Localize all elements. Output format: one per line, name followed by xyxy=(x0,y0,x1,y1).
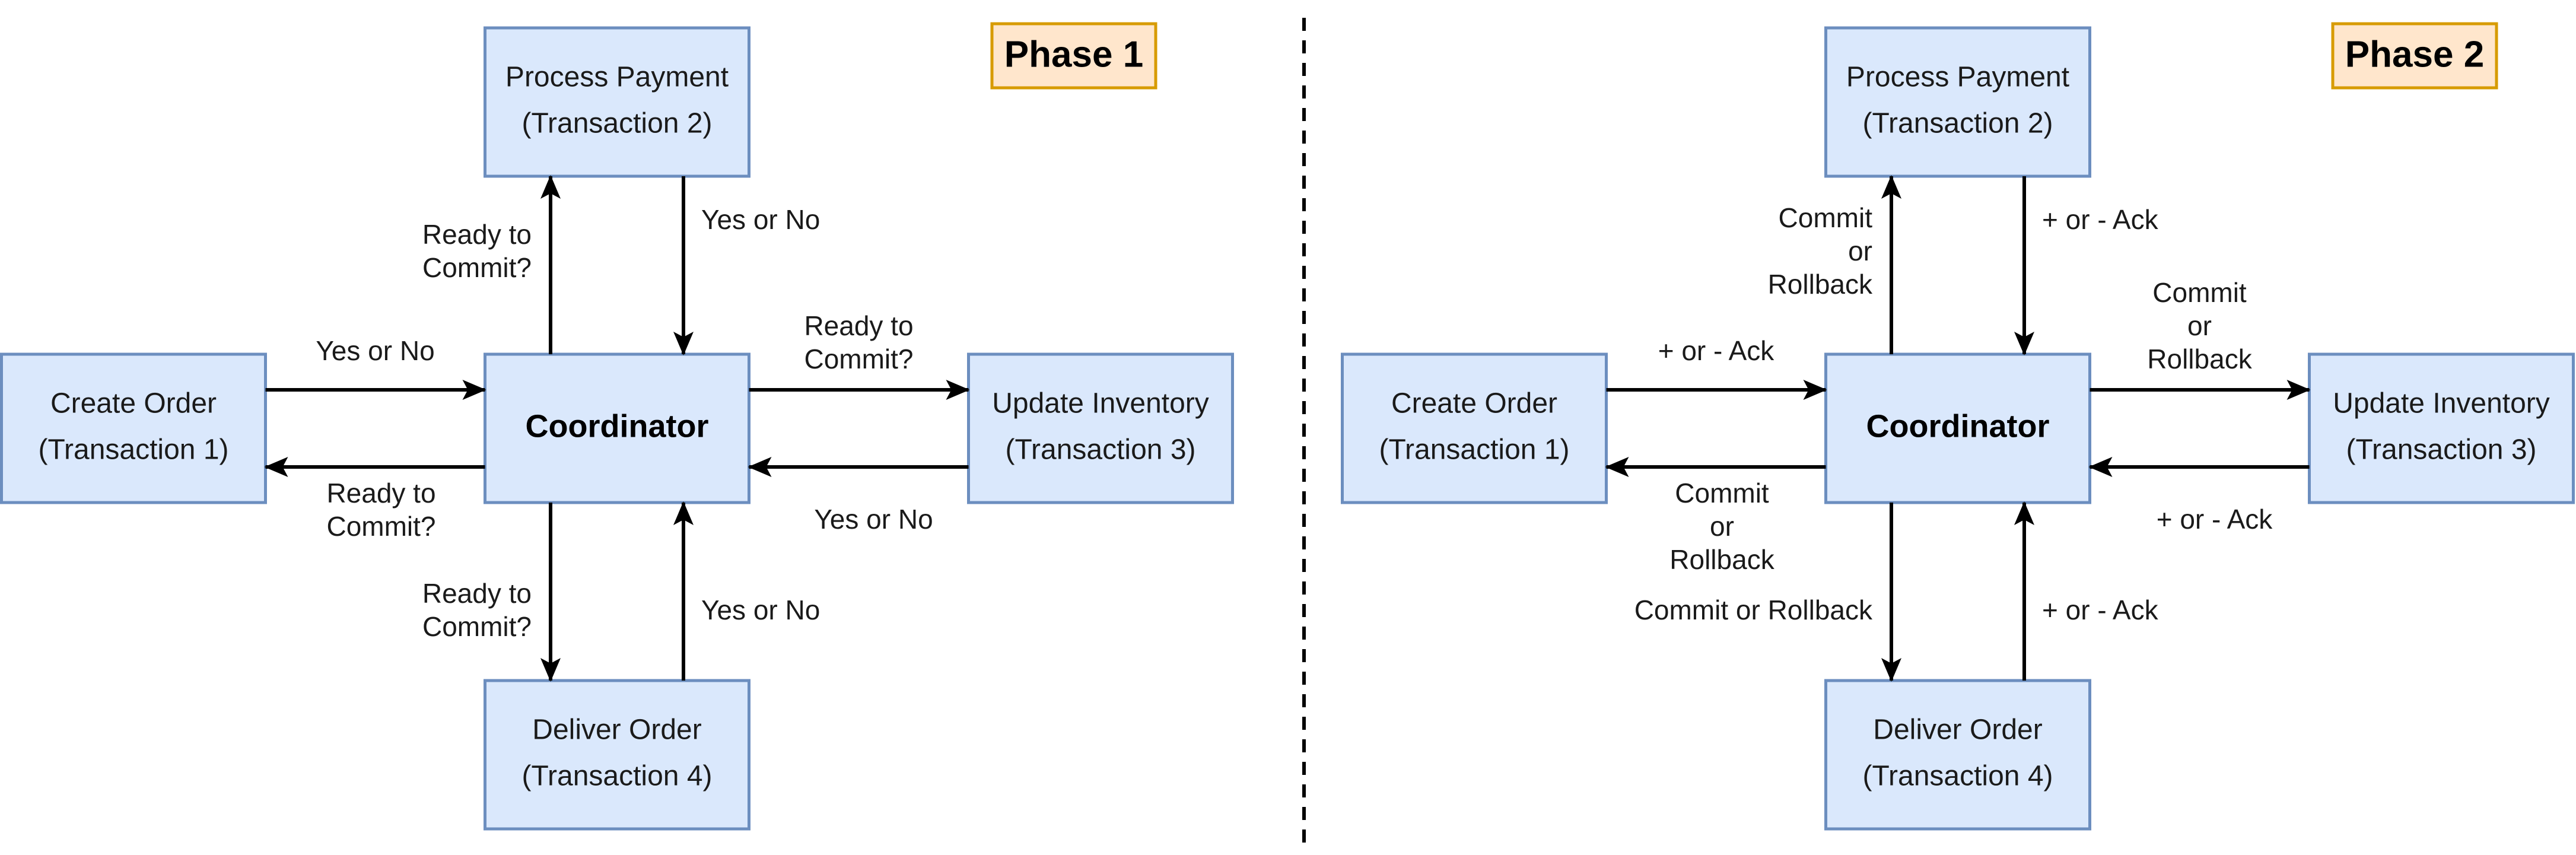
label-bottom-in: + or - Ack xyxy=(2042,595,2159,625)
create-order-label: Create Order(Transaction 1) xyxy=(39,388,229,466)
phase-label: Phase 2 xyxy=(2345,34,2484,75)
update-inventory-label: Update Inventory(Transaction 3) xyxy=(992,388,1209,466)
label-right-in: Yes or No xyxy=(814,504,933,535)
deliver-order-box xyxy=(484,679,750,831)
phase-1-panel: Phase 1 Coordinator Process Payment(Transa… xyxy=(0,22,1234,831)
deliver-order-label: Deliver Order(Transaction 4) xyxy=(522,714,713,792)
coordinator-box xyxy=(1824,352,2091,504)
phase-badge xyxy=(2331,22,2498,90)
process-payment-box xyxy=(1824,26,2091,178)
label-top-in: + or - Ack xyxy=(2042,204,2159,235)
deliver-order-label: Deliver Order(Transaction 4) xyxy=(1863,714,2053,792)
create-order-box xyxy=(1341,352,1608,504)
update-inventory-box xyxy=(967,352,1234,504)
create-order-label: Create Order(Transaction 1) xyxy=(1379,388,1570,466)
label-right-in: + or - Ack xyxy=(2157,504,2273,535)
create-order-box xyxy=(0,352,267,504)
process-payment-box xyxy=(484,26,750,178)
update-inventory-box xyxy=(2308,352,2575,504)
label-top-in: Yes or No xyxy=(701,204,820,235)
coordinator-label: Coordinator xyxy=(1866,408,2050,444)
coordinator-box xyxy=(484,352,750,504)
phase-badge xyxy=(990,22,1157,90)
label-left-in: Yes or No xyxy=(316,335,434,366)
update-inventory-label: Update Inventory(Transaction 3) xyxy=(2333,388,2550,466)
process-payment-label: Process Payment(Transaction 2) xyxy=(1846,62,2069,139)
phase-2-panel: Phase 2 Coordinator Process Payment(Transa… xyxy=(1341,22,2575,831)
label-bottom-in: Yes or No xyxy=(701,595,820,625)
phase-label: Phase 1 xyxy=(1004,34,1143,75)
process-payment-label: Process Payment(Transaction 2) xyxy=(505,62,729,139)
deliver-order-box xyxy=(1824,679,2091,831)
coordinator-label: Coordinator xyxy=(526,408,709,444)
label-left-in: + or - Ack xyxy=(1658,335,1775,366)
label-bottom-out: Commit or Rollback xyxy=(1634,595,1873,625)
